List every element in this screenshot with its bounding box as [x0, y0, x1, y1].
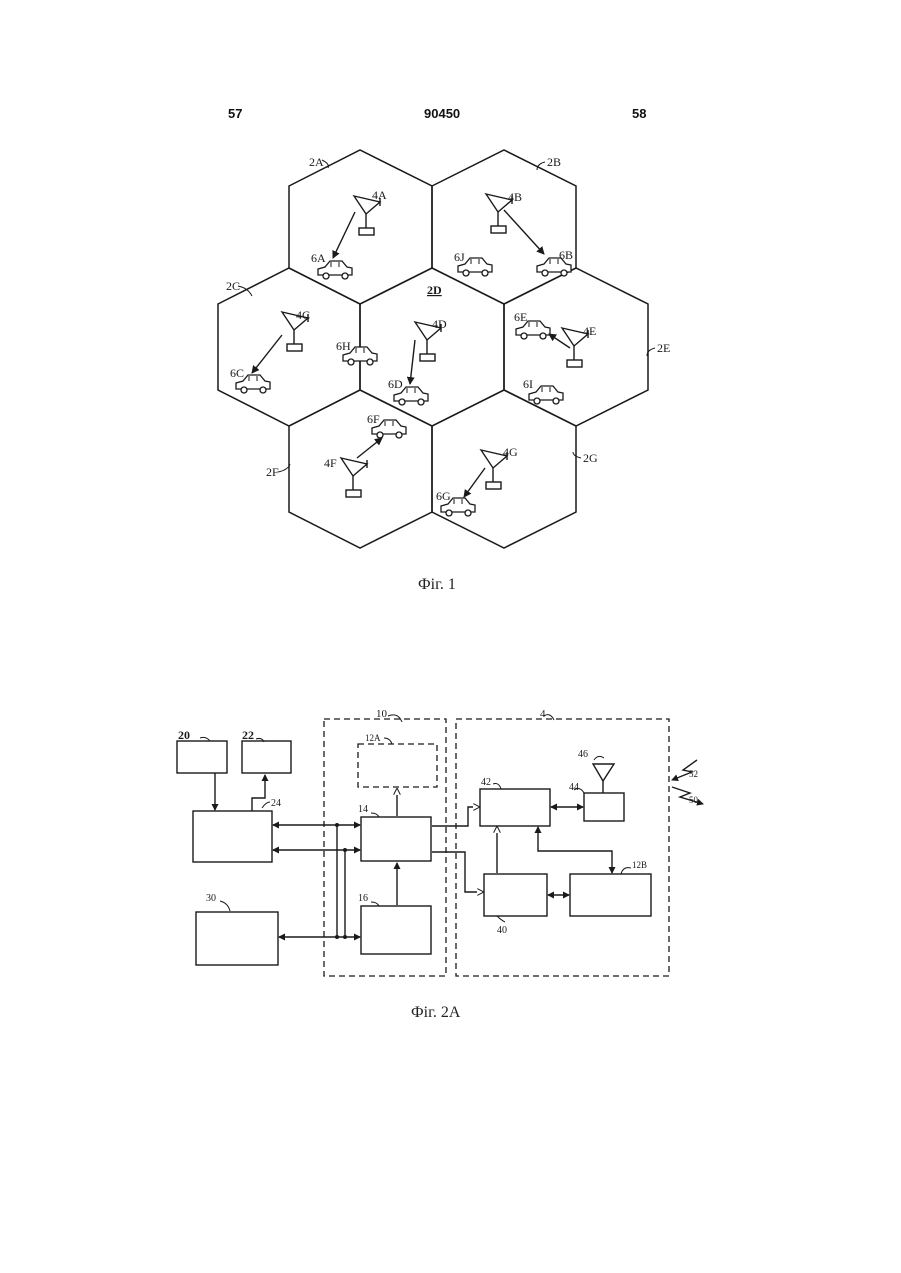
block-14 [361, 817, 431, 861]
unit-label-6f: 6F [367, 412, 380, 426]
radio-signals [672, 760, 703, 804]
base-stations [282, 194, 588, 497]
station-label-4g: 4G [503, 445, 518, 459]
station-label-4e: 4E [583, 324, 596, 338]
block-44 [584, 793, 624, 821]
radio-link-arrows [252, 210, 570, 497]
label-12a: 12A [365, 733, 381, 743]
cell-label-2f: 2F [266, 465, 279, 479]
cell-label-2b: 2B [547, 155, 561, 169]
figure-2a-caption: Фіг. 2A [411, 1004, 460, 1022]
block-22 [242, 741, 291, 773]
station-label-4a: 4A [372, 188, 387, 202]
cell-label-2d: 2D [427, 283, 442, 297]
label-52: 52 [689, 769, 698, 779]
label-24: 24 [271, 798, 281, 809]
unit-10-enclosure [324, 719, 446, 976]
cell-2e [504, 268, 648, 426]
cell-2a [289, 150, 432, 304]
figure-1-cellular-diagram: 2A 2B 2C 2D 2E 2F 2G 4A 4 [0, 0, 901, 600]
station-label-4f: 4F [324, 456, 337, 470]
label-50: 50 [689, 795, 699, 805]
label-12b: 12B [632, 860, 647, 870]
unit-label-6a: 6A [311, 251, 326, 265]
label-20: 20 [178, 728, 190, 742]
block-24 [193, 811, 272, 862]
cell-2g [432, 390, 576, 548]
unit-label-6j: 6J [454, 250, 465, 264]
label-10: 10 [376, 708, 388, 720]
label-46: 46 [578, 749, 588, 760]
station-label-4d: 4D [432, 317, 447, 331]
block-42 [480, 789, 550, 826]
base-station-4f [341, 458, 367, 497]
label-30: 30 [206, 893, 216, 904]
label-44: 44 [569, 782, 579, 793]
station-label-4b: 4B [508, 190, 522, 204]
block-20 [177, 741, 227, 773]
unit-label-6i: 6I [523, 377, 533, 391]
mobile-unit-6i [529, 386, 563, 404]
cell-label-2g: 2G [583, 451, 598, 465]
block-40 [484, 874, 547, 916]
unit-label-6h: 6H [336, 339, 351, 353]
block-16 [361, 906, 431, 954]
antenna-46 [593, 764, 614, 793]
label-16: 16 [358, 893, 368, 904]
block-12a [358, 744, 437, 787]
unit-4-enclosure [456, 719, 669, 976]
figure-1-caption: Фіг. 1 [418, 576, 456, 594]
unit-label-6e: 6E [514, 310, 527, 324]
label-4: 4 [540, 708, 546, 720]
mobile-units [236, 258, 571, 516]
block-12b [570, 874, 651, 916]
unit-label-6g: 6G [436, 489, 451, 503]
label-40: 40 [497, 925, 507, 936]
cell-label-2a: 2A [309, 155, 324, 169]
unit-label-6b: 6B [559, 248, 573, 262]
unit-label-6c: 6C [230, 366, 244, 380]
station-label-4c: 4C [296, 308, 310, 322]
label-42: 42 [481, 777, 491, 788]
label-14: 14 [358, 804, 368, 815]
block-30 [196, 912, 278, 965]
unit-label-6d: 6D [388, 377, 403, 391]
cell-label-2c: 2C [226, 279, 240, 293]
label-22: 22 [242, 728, 254, 742]
cell-label-2e: 2E [657, 341, 670, 355]
